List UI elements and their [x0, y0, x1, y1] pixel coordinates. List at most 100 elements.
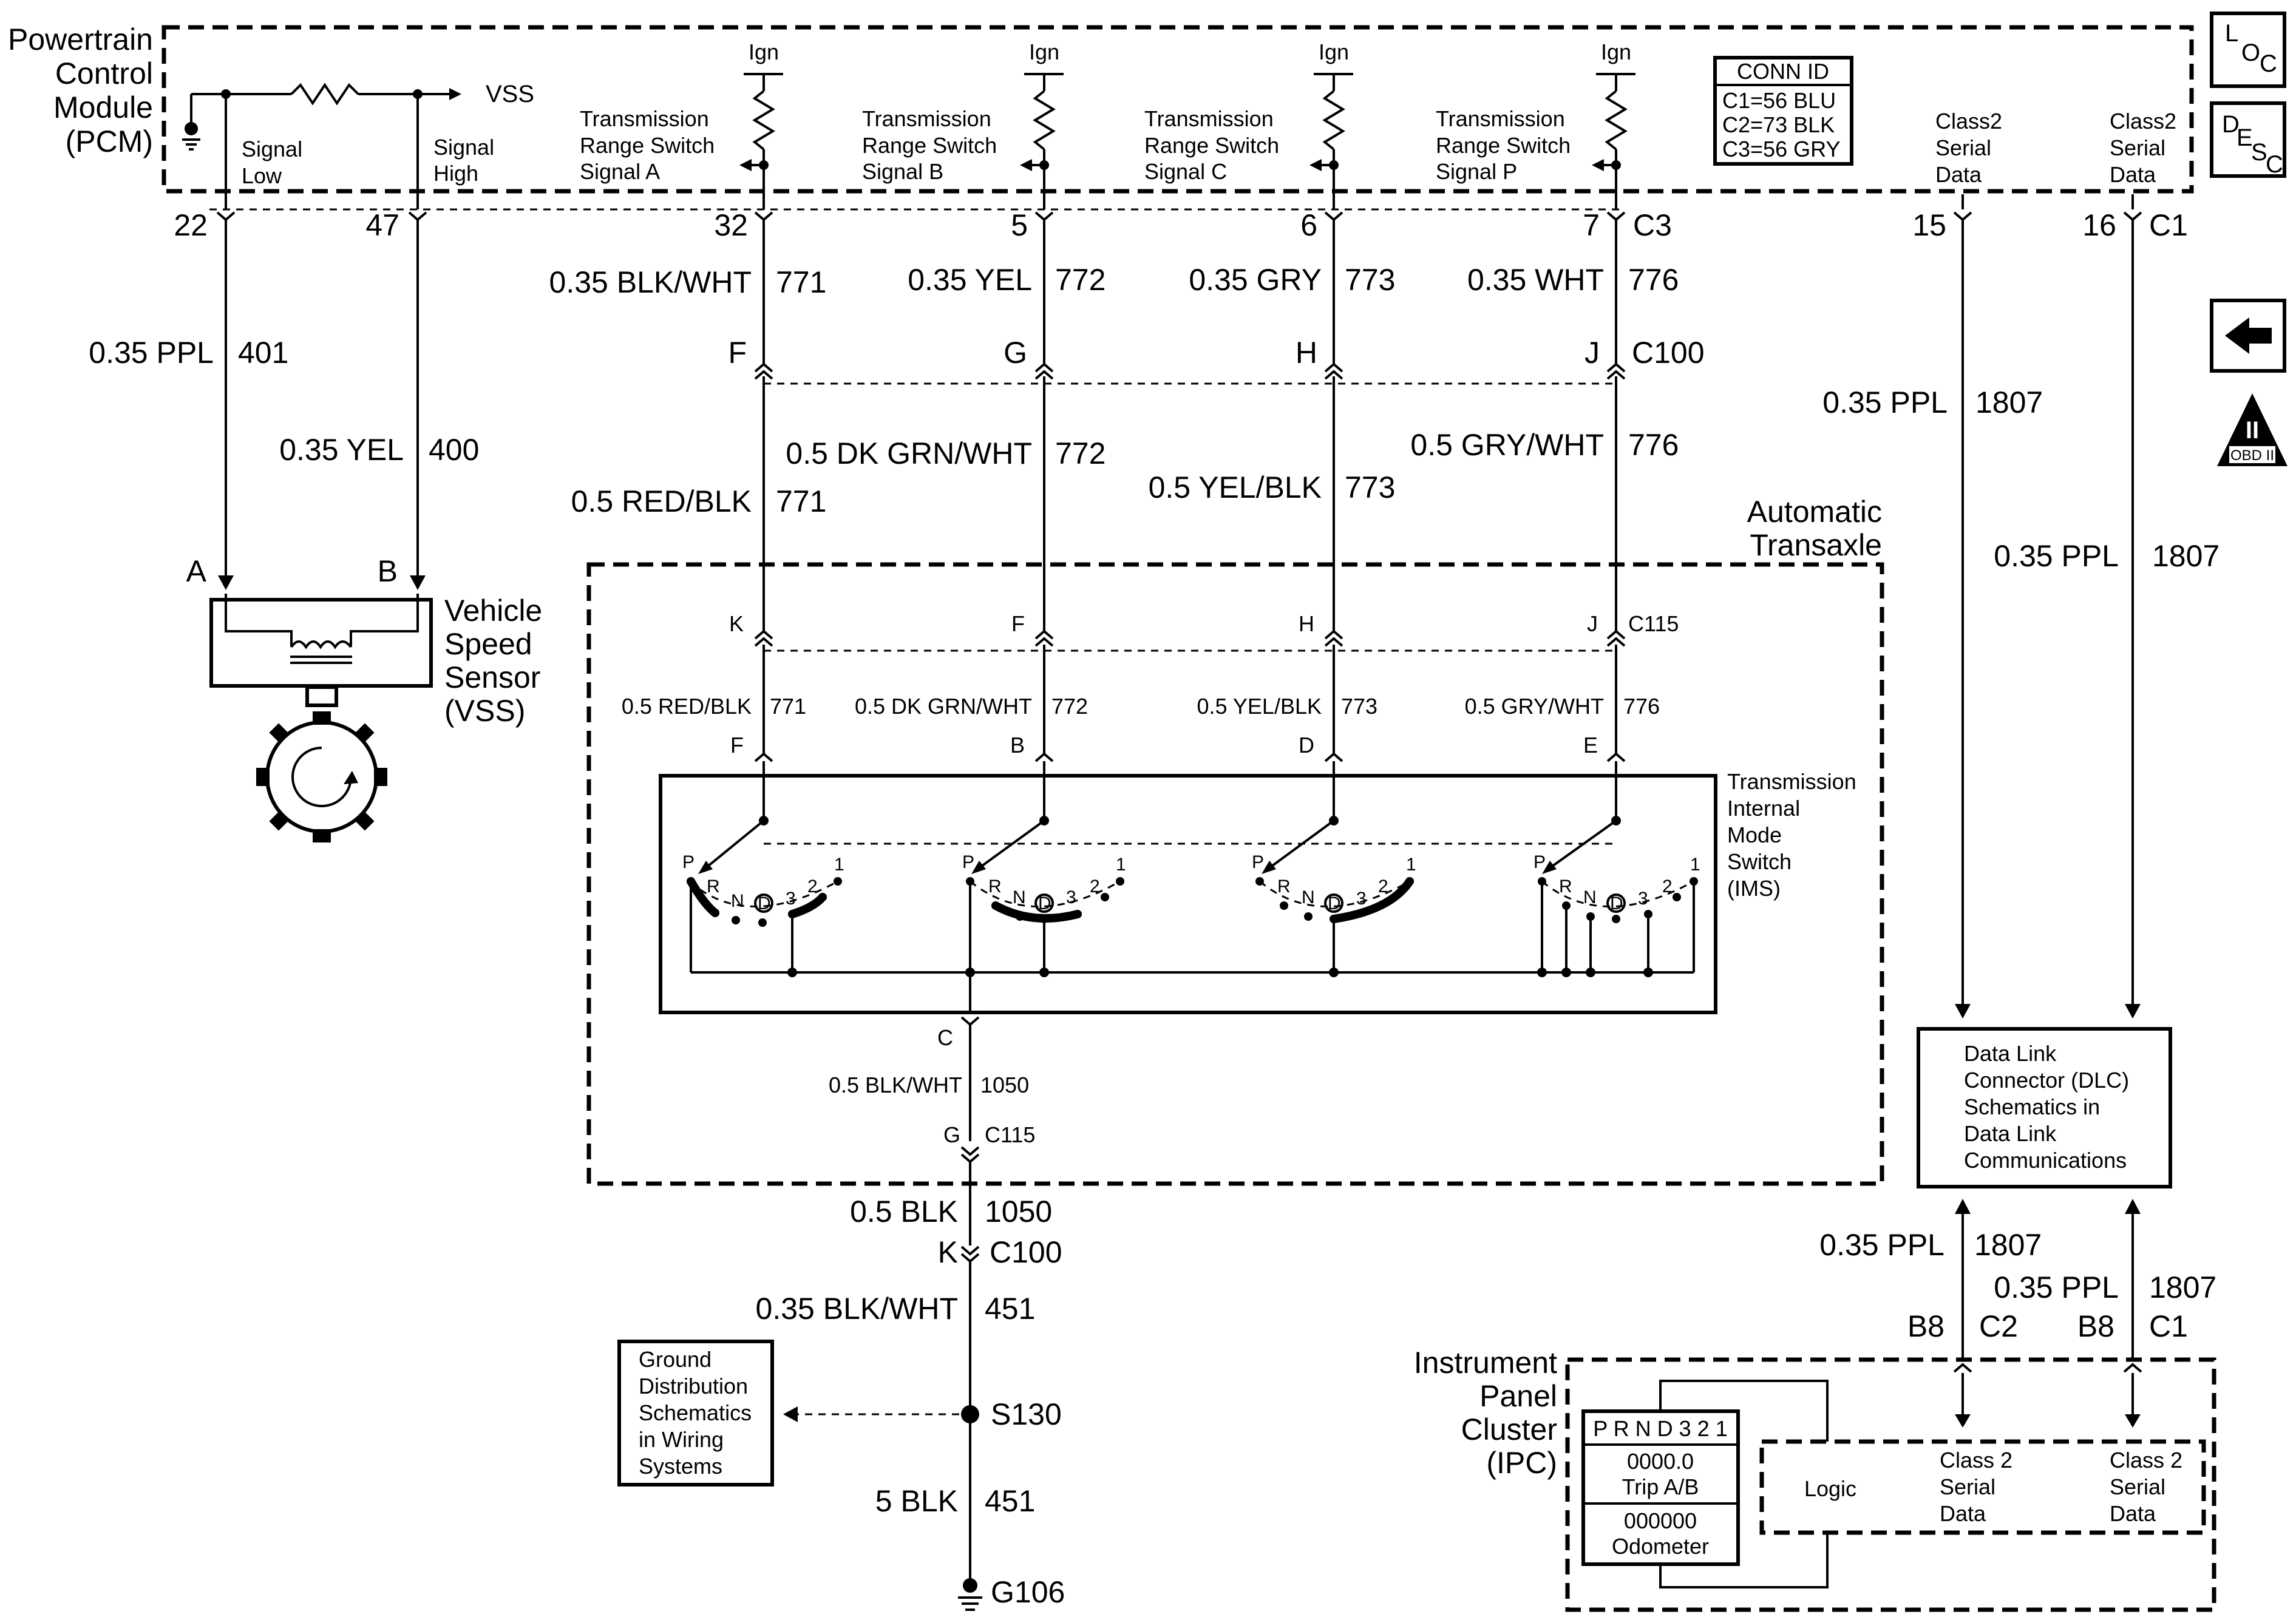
svg-text:D: D	[1299, 733, 1314, 758]
svg-text:772: 772	[1055, 263, 1106, 297]
svg-text:D: D	[1610, 893, 1623, 914]
svg-text:771: 771	[776, 265, 826, 299]
svg-text:D: D	[1328, 893, 1341, 914]
svg-text:Serial: Serial	[2110, 135, 2165, 160]
svg-text:A: A	[186, 554, 207, 588]
back-arrow-icon[interactable]	[2210, 299, 2286, 373]
svg-text:Logic: Logic	[1804, 1476, 1856, 1501]
svg-text:0.35 PPL: 0.35 PPL	[1819, 1228, 1944, 1262]
ground-distribution: 0.5 BLK 1050 K C100 0.35 BLK/WHT 451 S13…	[617, 1162, 1065, 1611]
svg-text:776: 776	[1628, 263, 1679, 297]
svg-text:0.35 PPL: 0.35 PPL	[1822, 385, 1948, 419]
svg-text:1050: 1050	[980, 1073, 1029, 1097]
ipc-logic: Logic Class 2 Serial Data Class 2 Serial…	[1759, 1439, 2206, 1535]
svg-text:Powertrain: Powertrain	[8, 22, 153, 56]
svg-text:451: 451	[985, 1484, 1035, 1518]
ipc-box	[1565, 1357, 2216, 1612]
svg-text:Schematics: Schematics	[639, 1400, 752, 1425]
svg-text:K: K	[938, 1235, 958, 1269]
svg-text:K: K	[729, 611, 744, 636]
svg-text:Data: Data	[2110, 162, 2156, 187]
svg-text:Distribution: Distribution	[639, 1374, 748, 1398]
svg-text:R: R	[1277, 876, 1291, 897]
svg-text:773: 773	[1345, 470, 1395, 504]
wire-labels-upper: 0.35 PPL 401 0.35 YEL 400 0.35 BLK/WHT 7…	[89, 263, 1679, 467]
pcm-vss-circuit: VSS Signal Low Signal High	[182, 81, 534, 209]
svg-text:Module: Module	[53, 90, 153, 124]
svg-text:1: 1	[1116, 855, 1126, 875]
svg-text:Class 2: Class 2	[1940, 1448, 2012, 1473]
svg-text:3: 3	[1066, 887, 1076, 907]
desc-icon[interactable]: D E S C	[2210, 101, 2286, 178]
svg-text:15: 15	[1912, 208, 1946, 242]
svg-text:VSS: VSS	[486, 81, 534, 107]
svg-text:C1: C1	[2149, 208, 2188, 242]
ims-switches: P R N D 3 2 1 P R N D 3 2 1	[682, 761, 1700, 977]
svg-text:Serial: Serial	[1935, 135, 1991, 160]
svg-text:2: 2	[1662, 876, 1673, 897]
svg-text:C3: C3	[1633, 208, 1672, 242]
inner-wire-labels: 0.5 RED/BLK 771 0.5 DK GRN/WHT 772 0.5 Y…	[622, 694, 1660, 719]
svg-text:1807: 1807	[2149, 1270, 2216, 1304]
pcm-trs-pullups: Ign Ign Ign	[739, 39, 1635, 209]
ims-pins: F B D E	[730, 733, 1626, 762]
svg-text:(IPC): (IPC)	[1486, 1446, 1557, 1480]
svg-text:F: F	[730, 733, 744, 758]
svg-text:P: P	[1533, 852, 1546, 872]
svg-text:S: S	[2251, 139, 2267, 166]
svg-text:451: 451	[985, 1292, 1035, 1326]
svg-text:C2=73 BLK: C2=73 BLK	[1722, 112, 1835, 137]
svg-text:401: 401	[238, 336, 288, 370]
svg-text:1: 1	[834, 855, 844, 875]
svg-text:Range Switch: Range Switch	[1144, 133, 1279, 158]
svg-text:3: 3	[786, 889, 796, 909]
svg-text:L: L	[2225, 20, 2238, 47]
svg-text:1: 1	[1690, 855, 1700, 875]
svg-text:D: D	[1038, 893, 1051, 914]
svg-text:C1=56 BLU: C1=56 BLU	[1722, 88, 1836, 113]
svg-text:Mode: Mode	[1727, 822, 1782, 847]
svg-text:Range Switch: Range Switch	[580, 133, 715, 158]
svg-text:1807: 1807	[1975, 385, 2043, 419]
svg-text:N: N	[1302, 887, 1315, 907]
svg-text:1807: 1807	[1974, 1228, 2042, 1262]
svg-text:C: C	[2266, 151, 2283, 178]
svg-text:Serial: Serial	[2110, 1474, 2165, 1499]
c100-connector: F G H J C100	[728, 336, 1705, 385]
svg-text:6: 6	[1300, 208, 1317, 242]
svg-text:0.5 BLK: 0.5 BLK	[850, 1195, 958, 1229]
svg-text:Signal B: Signal B	[862, 159, 943, 184]
ipc-display: P R N D 3 2 1 0000.0 Trip A/B 000000 Odo…	[1581, 1380, 1829, 1588]
svg-text:Low: Low	[242, 163, 282, 188]
svg-text:0.35 GRY: 0.35 GRY	[1189, 263, 1322, 297]
svg-text:Connector (DLC): Connector (DLC)	[1964, 1068, 2129, 1093]
svg-text:0.5 YEL/BLK: 0.5 YEL/BLK	[1149, 470, 1322, 504]
loc-icon[interactable]: L O C	[2210, 12, 2286, 88]
svg-text:E: E	[2237, 124, 2253, 151]
svg-text:Transmission: Transmission	[1436, 106, 1565, 131]
svg-text:Cluster: Cluster	[1461, 1412, 1557, 1446]
svg-text:1807: 1807	[2152, 539, 2220, 573]
svg-text:J: J	[1584, 336, 1600, 370]
svg-text:N: N	[1013, 887, 1026, 907]
svg-text:5 BLK: 5 BLK	[875, 1484, 958, 1518]
svg-text:C115: C115	[1628, 611, 1679, 636]
svg-text:5: 5	[1011, 208, 1028, 242]
svg-text:High: High	[433, 161, 478, 186]
svg-text:0.5 GRY/WHT: 0.5 GRY/WHT	[1410, 428, 1604, 462]
svg-text:Data Link: Data Link	[1964, 1121, 2057, 1146]
dlc-box: Data Link Connector (DLC) Schematics in …	[1917, 1027, 2172, 1188]
vertical-wires	[225, 220, 2141, 1019]
svg-text:Speed: Speed	[444, 627, 532, 661]
svg-text:2: 2	[1378, 876, 1388, 897]
svg-text:Serial: Serial	[1940, 1474, 1995, 1499]
svg-text:0.5 BLK/WHT: 0.5 BLK/WHT	[829, 1073, 962, 1097]
svg-text:B8: B8	[2077, 1309, 2114, 1343]
svg-text:F: F	[728, 336, 747, 370]
svg-text:O: O	[2241, 39, 2260, 66]
svg-text:R: R	[1559, 876, 1572, 897]
svg-text:Internal: Internal	[1727, 796, 1800, 821]
svg-text:Transaxle: Transaxle	[1750, 528, 1882, 562]
svg-text:Signal A: Signal A	[580, 159, 660, 184]
